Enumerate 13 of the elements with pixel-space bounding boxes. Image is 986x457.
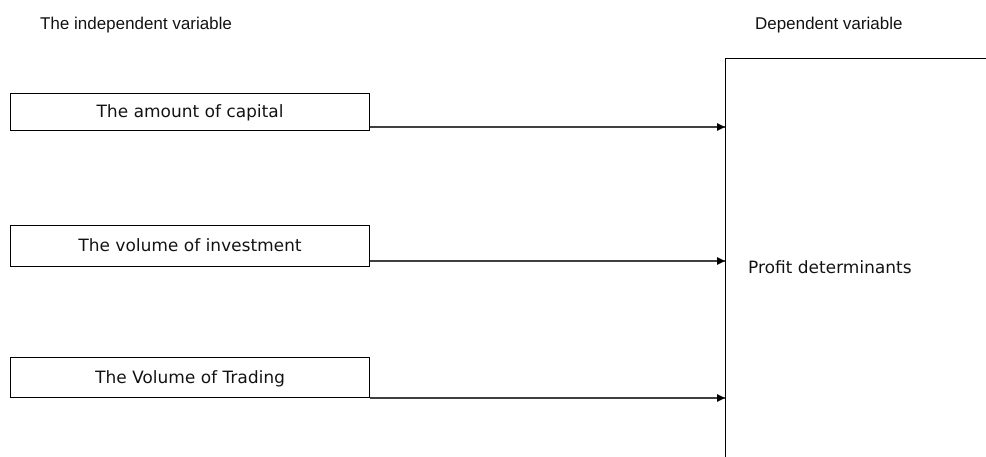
- arrow: [370, 394, 725, 402]
- box-text: The volume of investment: [78, 236, 302, 256]
- box-text: The amount of capital: [96, 102, 284, 122]
- column-heading: The independent variable: [40, 14, 232, 34]
- arrow: [370, 257, 725, 265]
- column-heading: Dependent variable: [755, 14, 902, 34]
- process-box: [10, 93, 370, 131]
- process-box: [725, 58, 986, 457]
- box-text: Profit determinants: [748, 258, 912, 278]
- process-box: [10, 225, 370, 267]
- process-box: [10, 357, 370, 398]
- box-text: The Volume of Trading: [95, 368, 285, 388]
- arrow: [370, 123, 725, 131]
